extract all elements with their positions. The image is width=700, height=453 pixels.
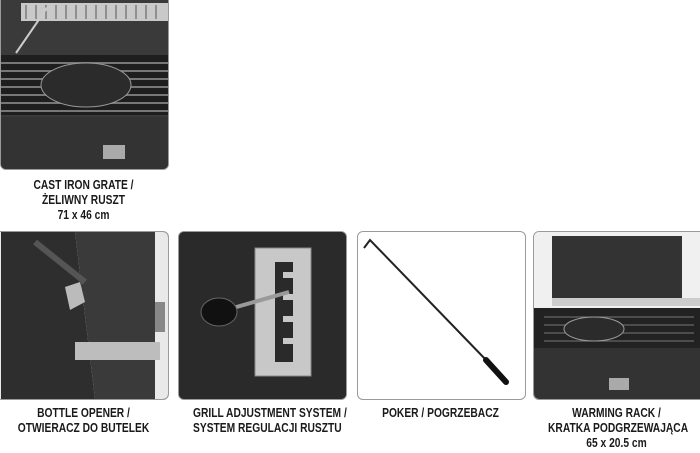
caption-line: KRATKA PODGRZEWAJĄCA (548, 421, 689, 435)
warming-rack-caption: WARMING RACK / KRATKA PODGRZEWAJĄCA 65 x… (548, 406, 689, 451)
caption-line: CAST IRON GRATE / (33, 178, 134, 192)
caption-line: SYSTEM REGULACJI RUSZTU (193, 421, 342, 435)
grill-adjustment-image (178, 231, 347, 400)
caption-line: 65 x 20.5 cm (586, 436, 647, 450)
caption-line: ŻELIWNY RUSZT (42, 193, 125, 207)
cast-iron-grate-caption: CAST IRON GRATE / ŻELIWNY RUSZT 71 x 46 … (15, 178, 152, 223)
caption-line: BOTTLE OPENER / (37, 406, 130, 420)
bottle-opener-caption: BOTTLE OPENER / OTWIERACZ DO BUTELEK (15, 406, 152, 436)
cast-iron-grate-image (0, 0, 169, 170)
caption-line: GRILL ADJUSTMENT SYSTEM / (193, 406, 347, 420)
poker-caption: POKER / POGRZEBACZ (372, 406, 509, 421)
grill-adjustment-caption: GRILL ADJUSTMENT SYSTEM / SYSTEM REGULAC… (193, 406, 347, 436)
warming-rack-image (533, 231, 700, 400)
bottle-opener-image (0, 231, 169, 400)
caption-line: OTWIERACZ DO BUTELEK (17, 421, 150, 435)
caption-line: WARMING RACK / (572, 406, 661, 420)
caption-line: POKER / POGRZEBACZ (382, 406, 499, 420)
caption-line: 71 x 46 cm (57, 208, 110, 222)
poker-image (357, 231, 526, 400)
